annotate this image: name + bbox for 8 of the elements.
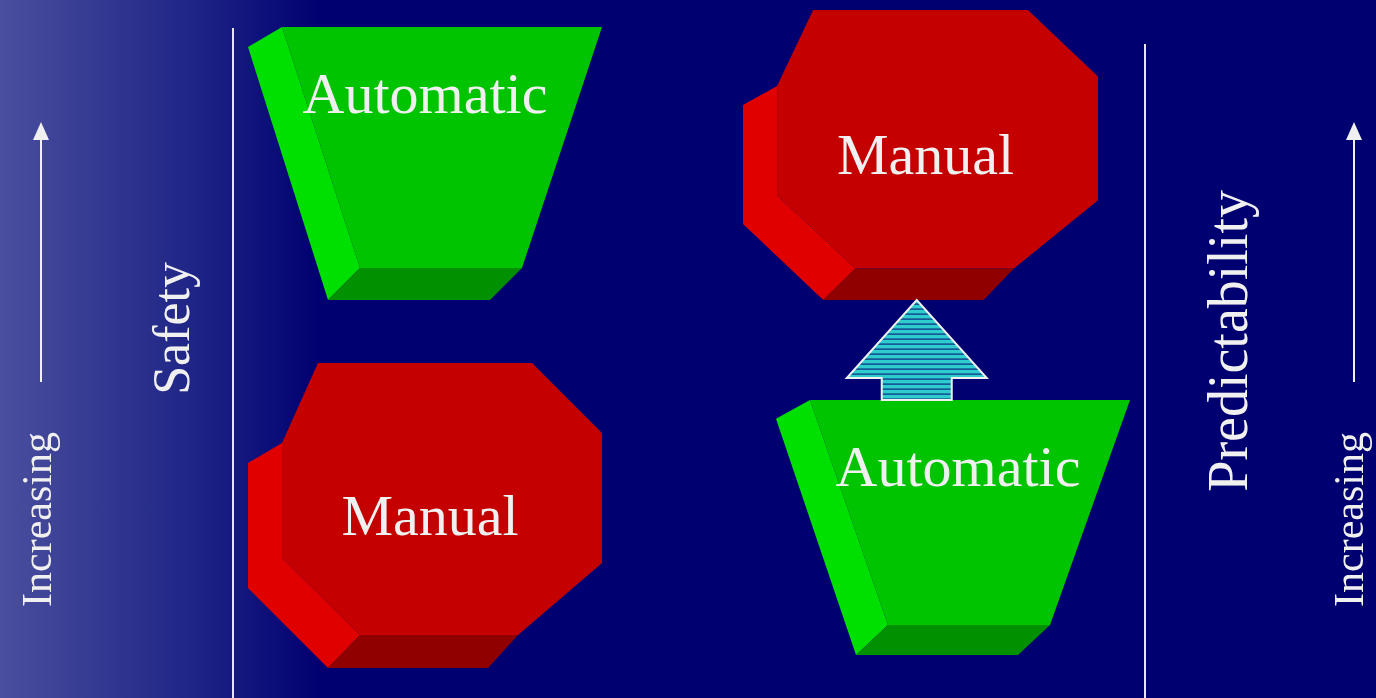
block-arrow xyxy=(844,298,989,401)
axis-title: Safety xyxy=(146,262,198,395)
axis-label: Increasing xyxy=(16,432,58,607)
shape-label: Manual xyxy=(341,486,519,545)
shape-label: Manual xyxy=(836,126,1015,184)
shape-label: Automatic xyxy=(835,438,1081,496)
axis-label: Increasing xyxy=(1328,432,1370,607)
shape-label: Automatic xyxy=(302,65,548,123)
